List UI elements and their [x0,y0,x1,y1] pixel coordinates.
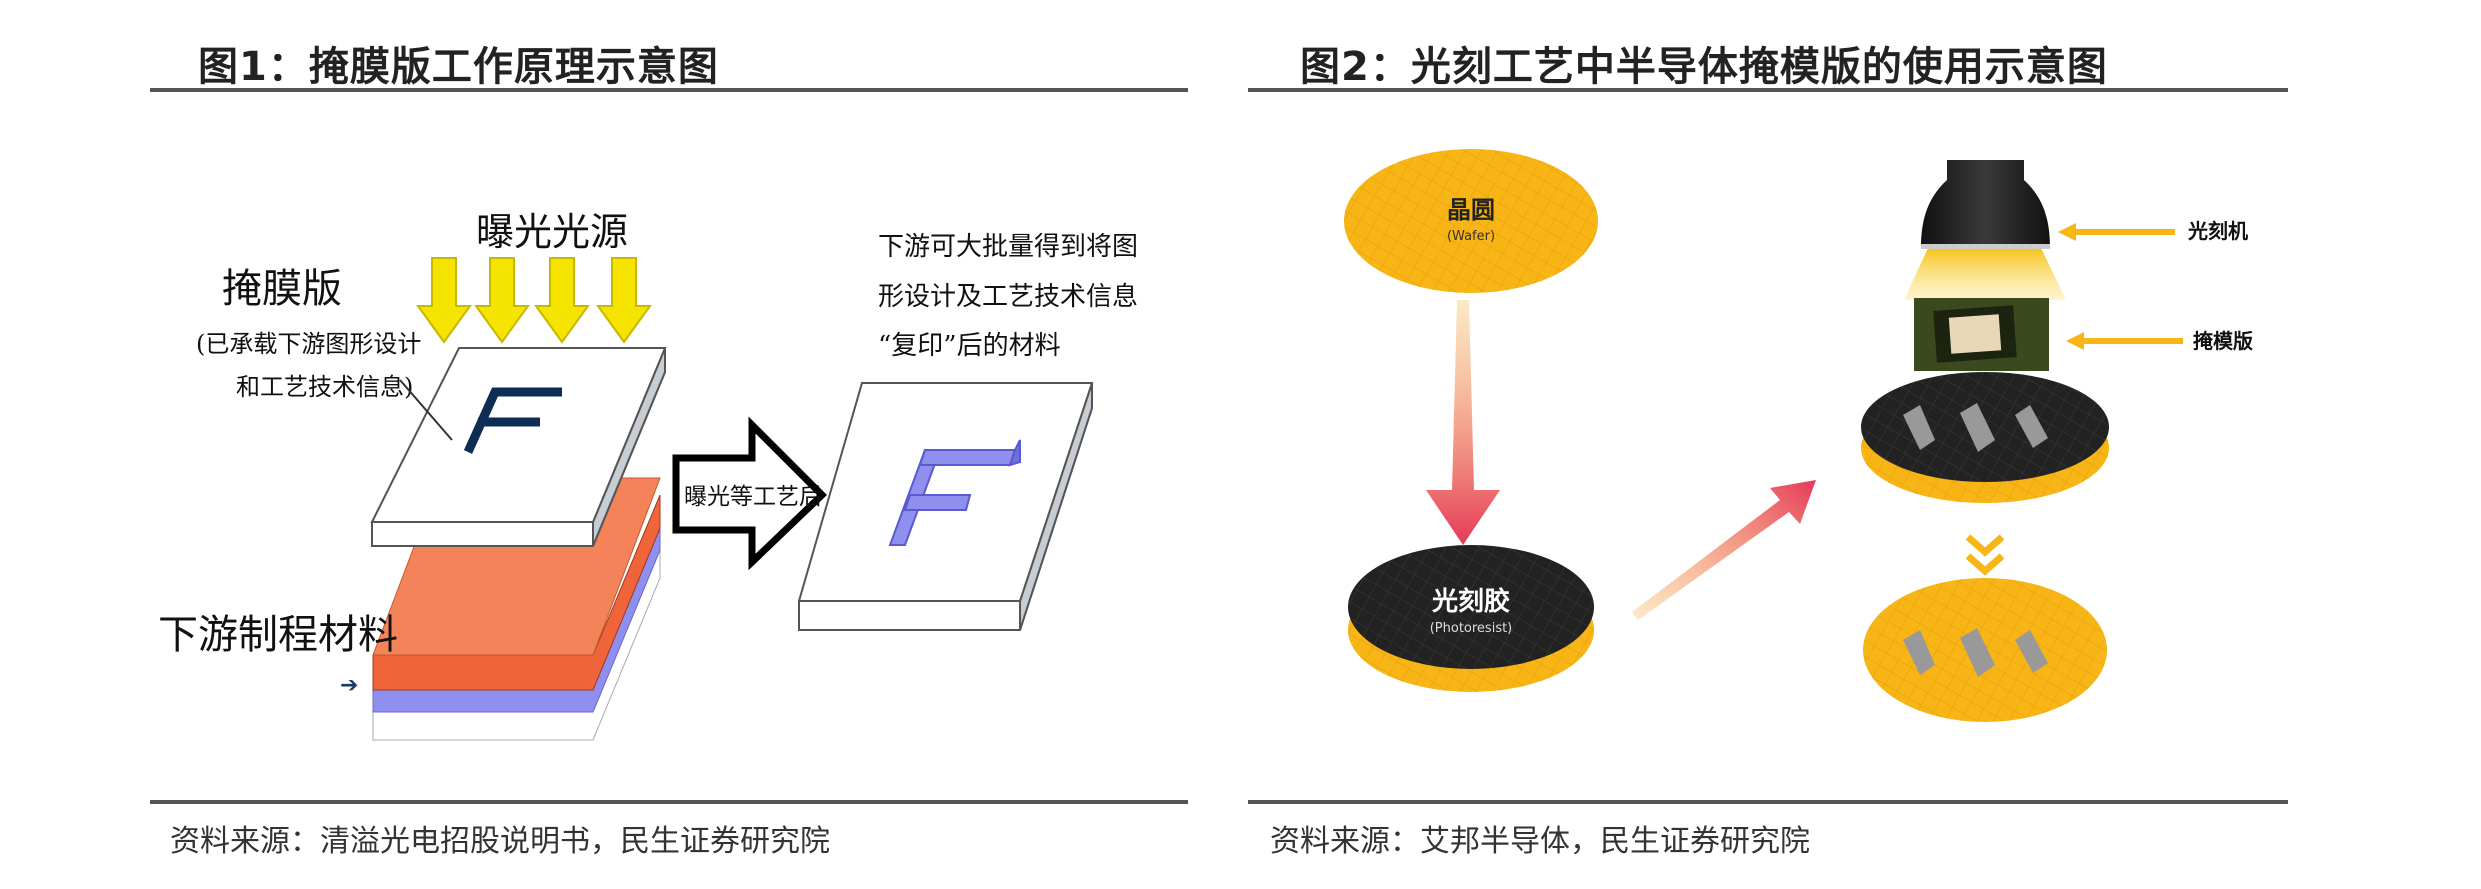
light-source-label: 曝光光源 [476,210,628,254]
photoresist-label: 光刻胶 [1431,586,1510,617]
mask-pattern-f [463,387,562,454]
figure2-top-rule [1248,88,2288,92]
figure2-bottom-rule [1248,800,2288,804]
wafer-sub: (Wafer) [1447,229,1495,244]
figure1-bottom-rule [150,800,1188,804]
process-arrow-label: 曝光等工艺后 [684,484,822,510]
mask-pointer-arrowhead-icon [2066,332,2084,350]
figure1-source: 资料来源：清溢光电招股说明书，民生证券研究院 [170,824,830,859]
pointer-arrow-icon: ➔ [340,673,358,698]
figure1-title: 图1：掩膜版工作原理示意图 [198,44,719,90]
result-pattern-f [888,439,1021,546]
lithography-machine-label: 光刻机 [2187,219,2248,243]
process-arrow [672,416,828,571]
exposed-wafer-disk [1861,372,2109,503]
lithography-machine [1904,160,2066,300]
mask-photo [1914,298,2049,371]
wafer-label: 晶圆 [1447,196,1495,224]
wafer [1344,149,1598,293]
light-arrows [416,257,652,344]
diagonal-arrow-icon [1632,480,1816,620]
light-arrow-icon [474,257,530,344]
result-plate [797,382,1094,631]
result-text-line3: “复印”后的材料 [878,331,1061,361]
mask-label-fig2: 掩模版 [2193,329,2253,353]
result-text-line2: 形设计及工艺技术信息 [878,282,1138,312]
mask-note-line2: 和工艺技术信息) [236,373,413,401]
machine-pointer-arrow [2075,229,2175,235]
result-text-line1: 下游可大批量得到将图 [878,232,1138,262]
figure2-title: 图2：光刻工艺中半导体掩模版的使用示意图 [1300,44,2108,90]
mask-note-line1: (已承载下游图形设计 [196,330,421,358]
chevron-down-icon [1965,534,2005,576]
mask-label: 掩膜版 [222,266,342,312]
machine-pointer-arrowhead-icon [2058,223,2076,241]
mask-plate [370,347,667,547]
light-arrow-icon [416,257,472,344]
figure1-top-rule [150,88,1188,92]
photoresist-sub: (Photoresist) [1430,621,1513,636]
mask-pointer-arrow [2083,338,2183,344]
patterned-wafer [1863,578,2107,722]
down-arrow-icon [1426,300,1500,545]
figure2-source: 资料来源：艾邦半导体，民生证券研究院 [1270,824,1810,859]
light-arrow-icon [596,257,652,344]
photoresist-disk [1348,545,1594,692]
light-arrow-icon [534,257,590,344]
material-label: 下游制程材料 [158,612,398,658]
